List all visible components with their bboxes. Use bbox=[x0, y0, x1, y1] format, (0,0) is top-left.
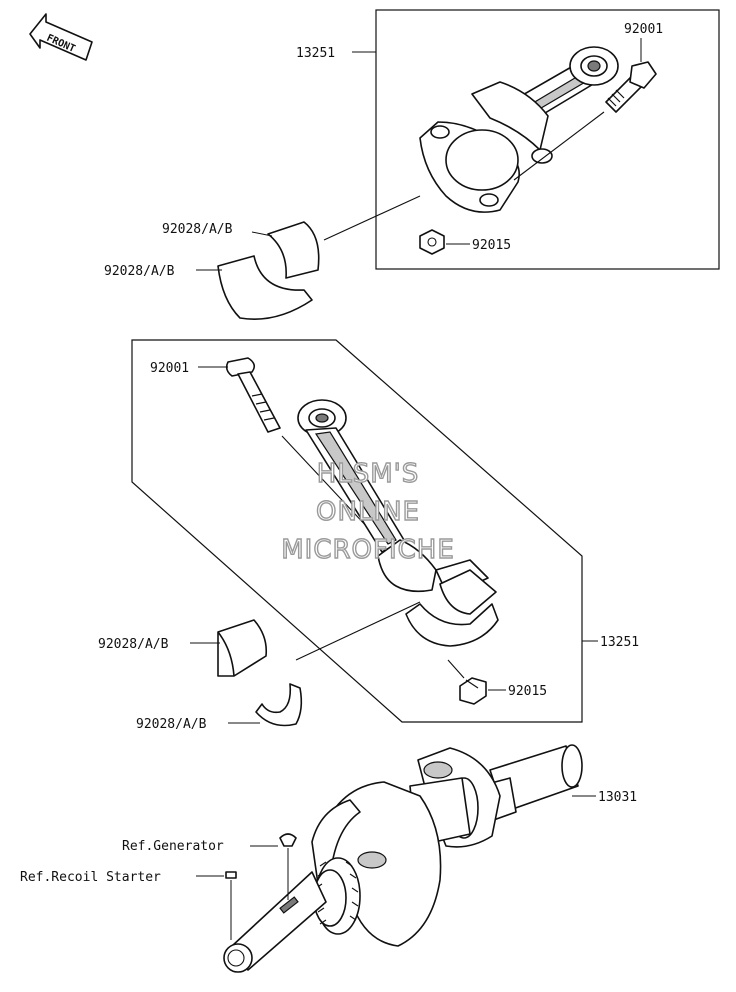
mid-bolt bbox=[225, 357, 281, 433]
mid-nut bbox=[459, 677, 487, 705]
label-top-nut: 92015 bbox=[472, 238, 511, 253]
generator-key bbox=[279, 833, 297, 847]
top-bearing-upper bbox=[267, 221, 320, 279]
label-top-bearing-upper: 92028/A/B bbox=[162, 222, 233, 237]
recoil-starter-key bbox=[225, 871, 237, 879]
watermark-line-3: MICROFICHE bbox=[281, 535, 455, 565]
mid-connecting-rod bbox=[297, 399, 499, 647]
mid-bearing-upper bbox=[217, 619, 268, 677]
mid-assembly-frame bbox=[131, 339, 583, 723]
front-arrow-icon: FRONT bbox=[29, 13, 93, 61]
label-mid-bolt: 92001 bbox=[150, 361, 189, 376]
watermark: HLSM'S ONLINE MICROFICHE bbox=[281, 458, 455, 565]
mid-bearing-lower bbox=[255, 683, 303, 727]
top-assembly-frame bbox=[375, 9, 720, 270]
label-top-rod-assy: 13251 bbox=[296, 46, 335, 61]
watermark-line-1: HLSM'S bbox=[317, 459, 420, 489]
crankshaft bbox=[223, 744, 583, 973]
watermark-line-2: ONLINE bbox=[316, 497, 420, 527]
label-mid-bearing-upper: 92028/A/B bbox=[98, 637, 169, 652]
top-nut bbox=[419, 229, 445, 255]
label-top-bolt: 92001 bbox=[624, 22, 663, 37]
top-bearing-lower bbox=[217, 255, 313, 320]
top-bolt bbox=[605, 61, 657, 113]
label-ref-generator: Ref.Generator bbox=[122, 839, 224, 854]
label-mid-bearing-lower: 92028/A/B bbox=[136, 717, 207, 732]
top-connecting-rod bbox=[419, 46, 619, 213]
label-mid-nut: 92015 bbox=[508, 684, 547, 699]
label-crankshaft: 13031 bbox=[598, 790, 637, 805]
label-mid-rod-assy: 13251 bbox=[600, 635, 639, 650]
label-ref-recoil-starter: Ref.Recoil Starter bbox=[20, 870, 161, 885]
label-top-bearing-lower: 92028/A/B bbox=[104, 264, 175, 279]
